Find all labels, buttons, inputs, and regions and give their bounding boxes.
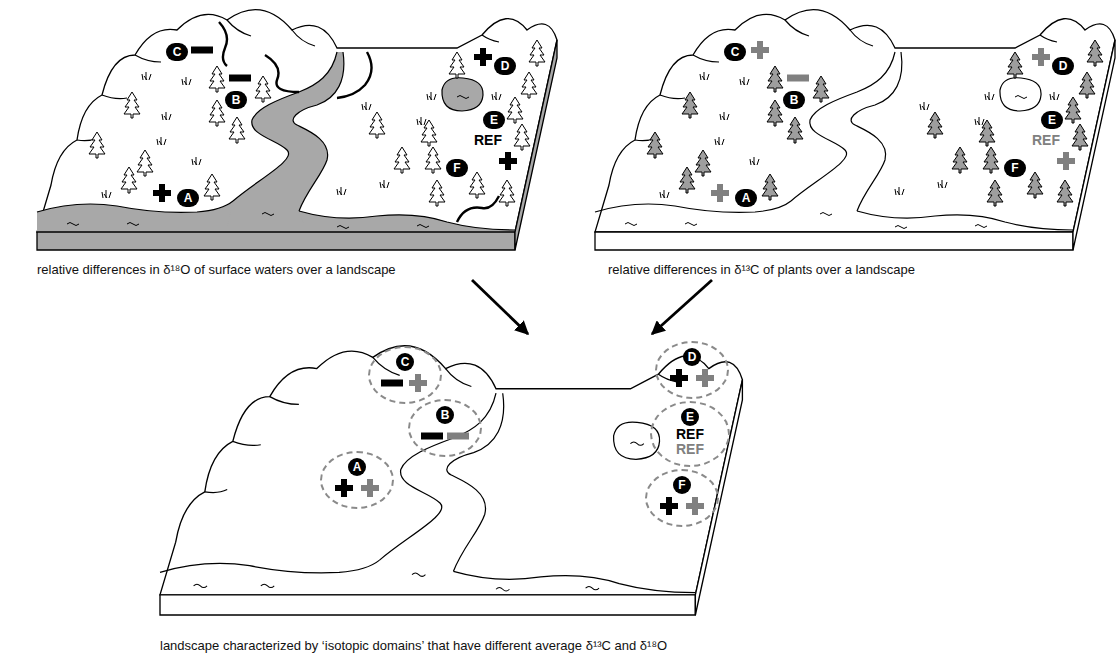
plus-sign (335, 479, 353, 497)
site-badge: E (1041, 111, 1063, 129)
site-badge: F (446, 159, 468, 177)
site-letter: B (225, 91, 247, 109)
river-banks (380, 393, 504, 571)
lake (1000, 78, 1041, 111)
slab-front (160, 595, 695, 615)
flow-arrow (472, 280, 528, 334)
site-letter: B (436, 406, 454, 424)
site-badge: B (225, 91, 247, 109)
carbon-map (595, 10, 1115, 250)
connectors (472, 280, 712, 334)
label-anchor: REF (1046, 140, 1074, 155)
site-badge: C (724, 43, 746, 61)
coastline (37, 201, 515, 230)
plus-sign (1032, 48, 1050, 66)
site-letter: C (396, 353, 414, 371)
reference-label: REF (474, 133, 502, 148)
mountain-ridges (635, 20, 1057, 141)
grassland (660, 72, 1059, 198)
site-letter: A (348, 458, 366, 476)
panel-caption: landscape characterized by ‘isotopic dom… (160, 638, 667, 653)
site-letter: F (446, 159, 468, 177)
domain-map (160, 346, 742, 615)
domain-signs (335, 369, 714, 515)
coastline (595, 201, 1073, 230)
slab-front (595, 232, 1073, 250)
lake (442, 78, 483, 111)
oxygen-map (37, 10, 557, 250)
site-letter: F (1004, 159, 1026, 177)
minus-sign (787, 75, 809, 82)
site-badge: D (1052, 57, 1074, 75)
land-surface (160, 346, 742, 595)
minus-sign (421, 433, 443, 440)
minus-sign (447, 433, 469, 440)
site-letter: E (1041, 111, 1063, 129)
site-letter: A (177, 189, 199, 207)
plus-sign (153, 184, 171, 202)
site-letter: D (683, 348, 701, 366)
plus-sign (409, 374, 427, 392)
landscape-panel: landscape characterized by ‘isotopic dom… (160, 335, 745, 652)
site-letter: C (166, 43, 188, 61)
site-badge: B (783, 91, 805, 109)
panel-caption: relative differences in δ¹⁸O of surface … (37, 262, 396, 277)
site-letter: F (673, 476, 691, 494)
forest (89, 40, 545, 206)
ripple-marks (194, 442, 644, 591)
plus-sign (660, 497, 678, 515)
minus-sign (381, 380, 403, 387)
site-letter: D (1052, 57, 1074, 75)
isotopic-domain: A (320, 451, 394, 509)
isotopic-domain: EREFREF (650, 401, 730, 467)
site-badge: E (483, 111, 505, 129)
plus-sign (499, 152, 517, 170)
site-badge: F (1004, 159, 1026, 177)
minus-sign (229, 75, 251, 82)
slab-front (37, 232, 515, 250)
river-area (227, 52, 344, 228)
plus-sign (696, 369, 714, 387)
plus-sign (474, 48, 492, 66)
plus-sign (670, 369, 688, 387)
site-badge: A (177, 189, 199, 207)
land-surface (37, 10, 557, 232)
flow-arrow (652, 280, 712, 334)
isotopic-domain: F (645, 469, 719, 527)
site-letter: E (681, 408, 699, 426)
mountain-ridges (77, 20, 499, 141)
site-letter: B (783, 91, 805, 109)
site-badge: D (494, 57, 516, 75)
isotopic-domain: C (368, 346, 442, 404)
plus-sign (686, 497, 704, 515)
coastline (160, 560, 695, 592)
site-letter: C (724, 43, 746, 61)
isotopic-domain: D (655, 341, 729, 399)
reference-label: REF (1032, 133, 1060, 148)
site-letter: D (494, 57, 516, 75)
minus-sign (191, 47, 213, 54)
plus-sign (361, 479, 379, 497)
site-letter: A (735, 189, 757, 207)
reference-label: REF (676, 442, 704, 457)
plus-sign (751, 41, 769, 59)
land-surface (595, 10, 1115, 232)
plus-sign (711, 184, 729, 202)
forest (647, 40, 1103, 206)
isotopic-domain: B (408, 399, 482, 457)
grassland (102, 72, 501, 198)
site-letter: E (483, 111, 505, 129)
site-badge: C (166, 43, 188, 61)
reference-label: REF (676, 427, 704, 442)
panel-caption: relative differences in δ¹³C of plants o… (608, 262, 915, 277)
label-anchor: REF (488, 140, 516, 155)
plus-sign (1057, 152, 1075, 170)
lake (614, 422, 660, 459)
site-badge: A (735, 189, 757, 207)
